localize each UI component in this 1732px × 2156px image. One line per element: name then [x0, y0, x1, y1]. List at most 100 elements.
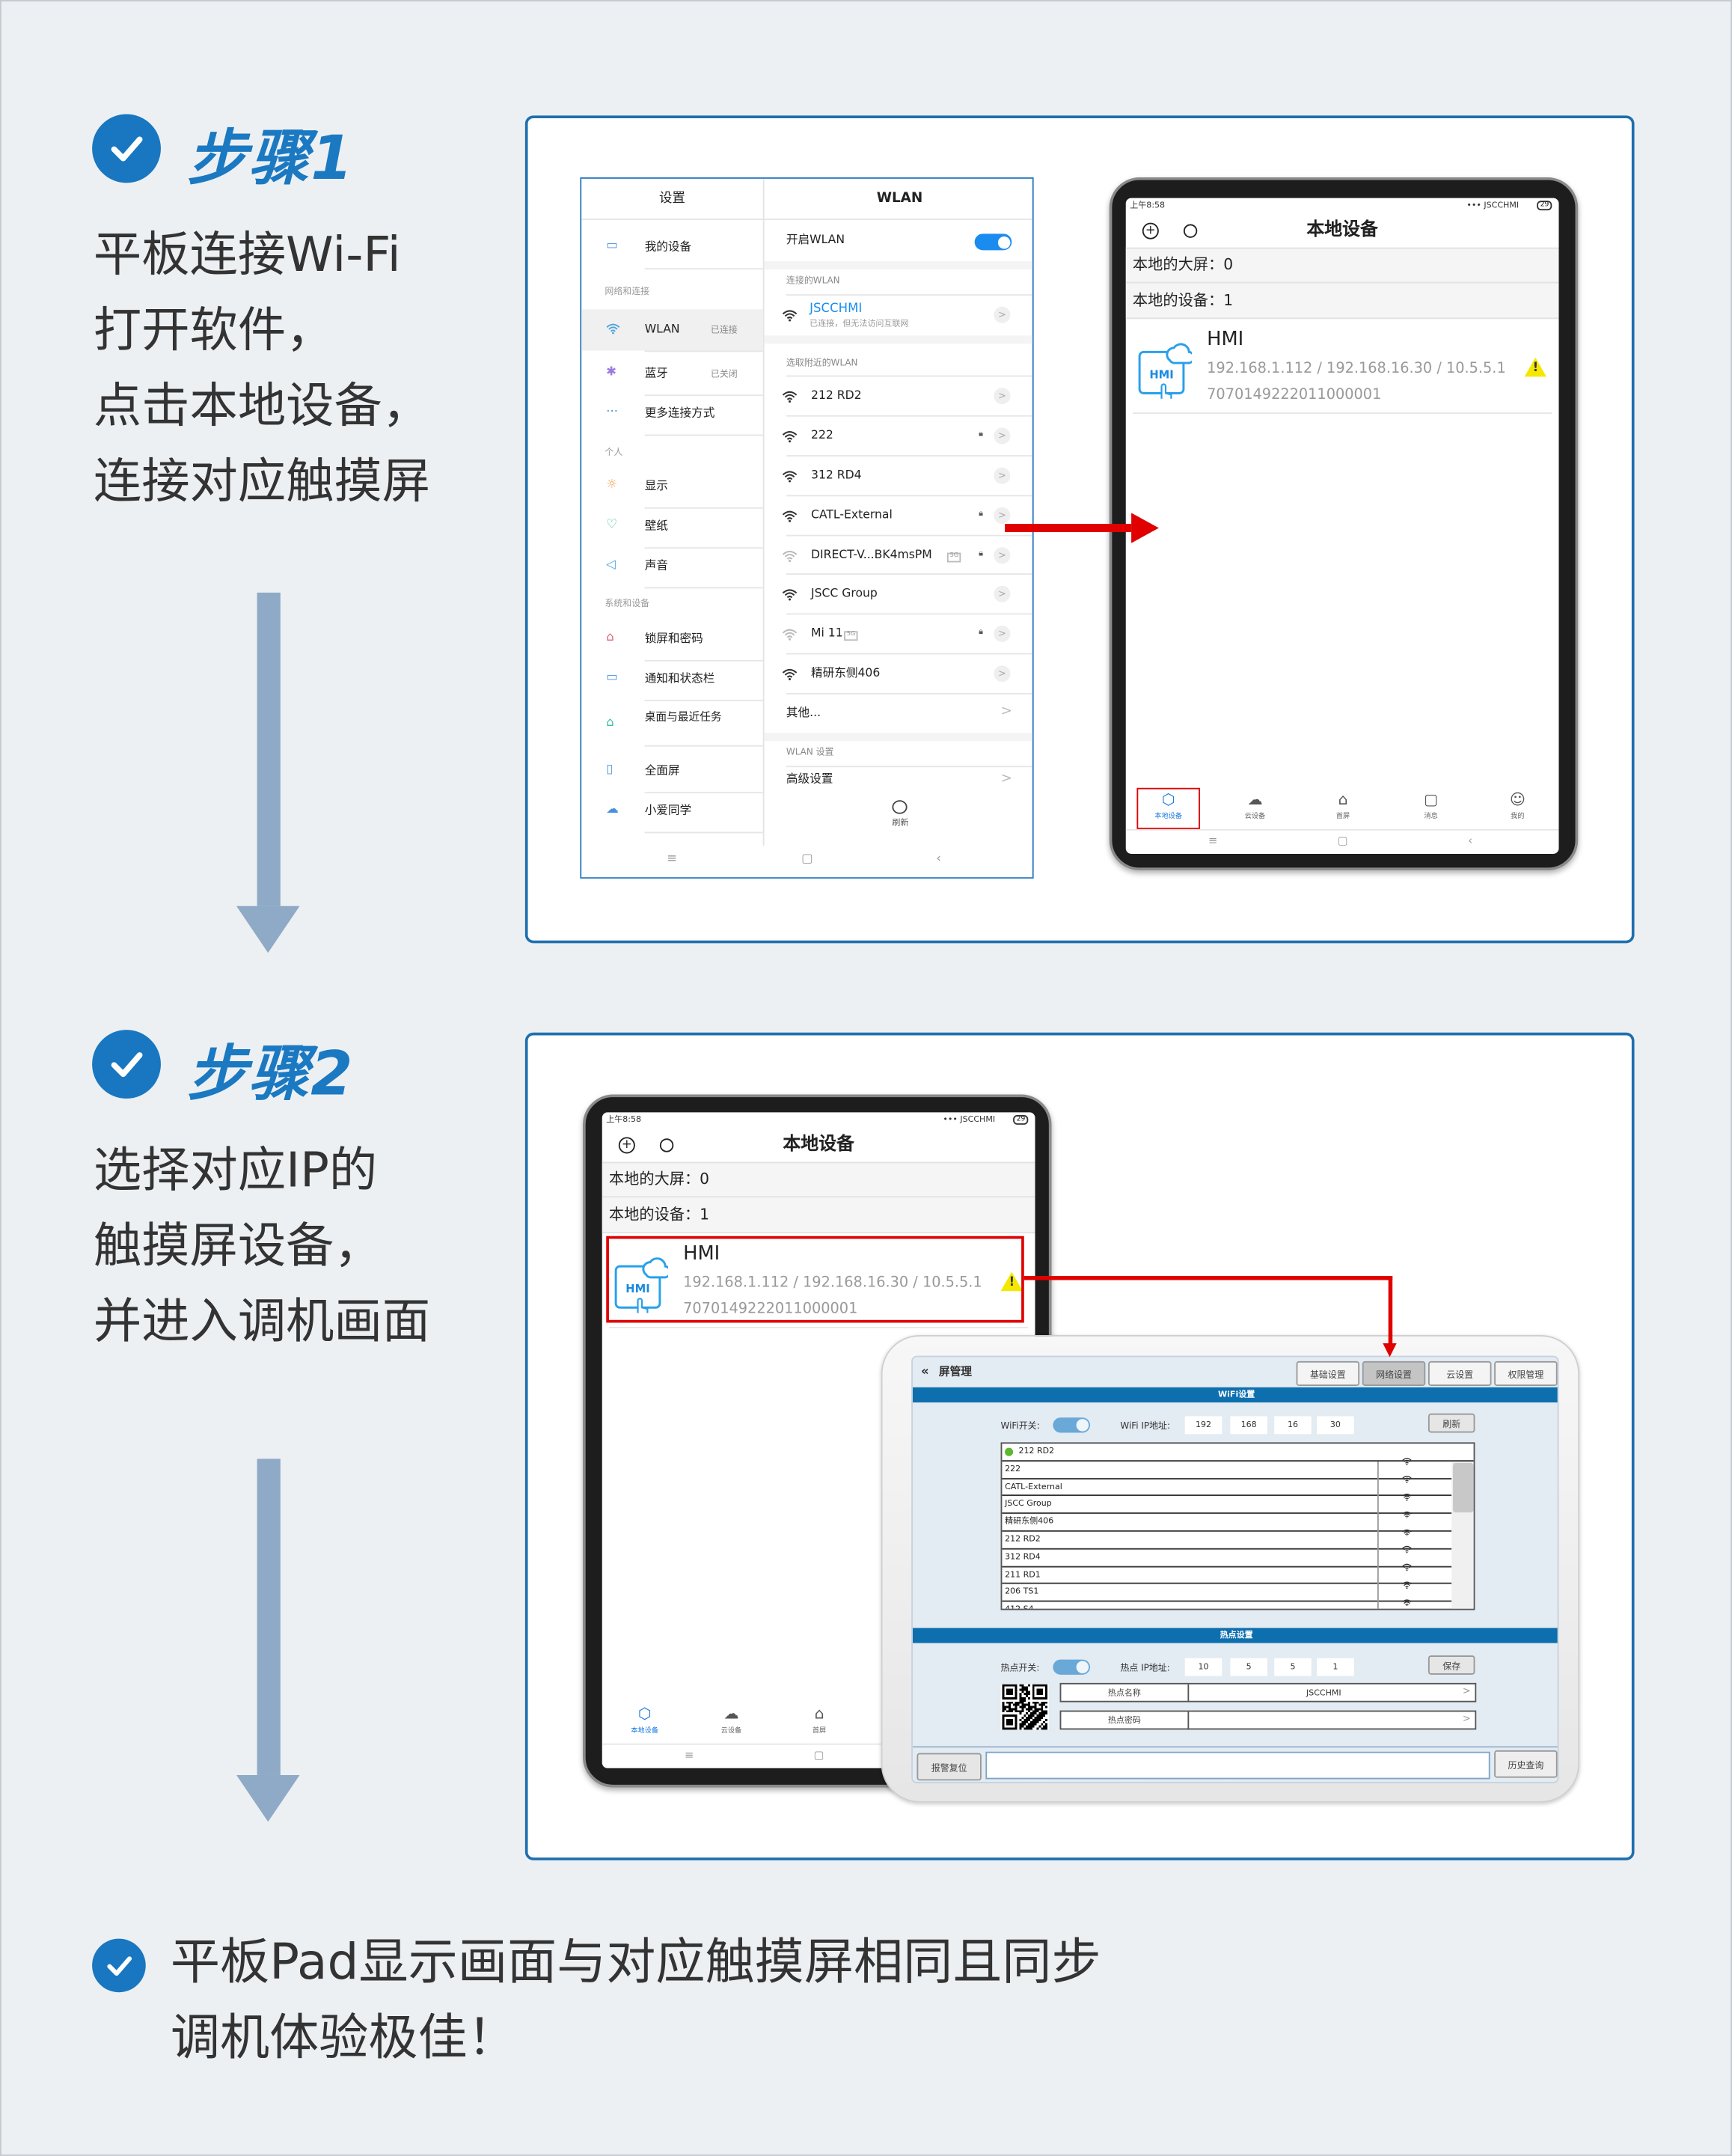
menu-icon[interactable]: ≡	[1208, 834, 1218, 847]
alarm-message-field[interactable]	[985, 1751, 1490, 1780]
settings-item-lock[interactable]: ⌂锁屏和密码	[581, 619, 763, 660]
menu-icon[interactable]: ≡	[684, 1749, 694, 1762]
wifi-list-row[interactable]: 精研东侧406	[1002, 1514, 1452, 1536]
nav-cloud[interactable]: ☁云设备	[701, 1703, 762, 1741]
hotspot-ip-octet-input[interactable]: 10	[1184, 1658, 1223, 1676]
advanced-settings-row[interactable]: 高级设置>	[765, 767, 1032, 792]
hotspot-password-row[interactable]: 热点密码>	[1059, 1710, 1477, 1730]
refresh-button[interactable]: 刷新	[870, 798, 931, 836]
settings-item-fullscreen[interactable]: ▯全面屏	[581, 751, 763, 792]
home-nav-icon[interactable]: ▢	[813, 1749, 824, 1762]
alarm-reset-button[interactable]: 报警复位	[917, 1753, 982, 1781]
other-network-row[interactable]: 其他...>	[765, 694, 1032, 733]
hotspot-section-header: 热点设置	[912, 1628, 1558, 1643]
nav-cloud[interactable]: ☁云设备	[1225, 790, 1285, 828]
back-nav-icon[interactable]: ‹	[936, 852, 941, 867]
tab-permission[interactable]: 权限管理	[1494, 1361, 1558, 1386]
wifi-list-row[interactable]: 206 TS1	[1002, 1584, 1452, 1607]
add-icon[interactable]: +	[1142, 222, 1159, 239]
search-icon[interactable]	[1183, 224, 1198, 238]
wifi-list-row[interactable]: 211 RD1	[1002, 1566, 1452, 1589]
back-nav-icon[interactable]: ‹	[1468, 834, 1473, 847]
wifi-refresh-button[interactable]: 刷新	[1427, 1413, 1475, 1433]
wifi-ip-octet-input[interactable]: 168	[1230, 1416, 1267, 1435]
hotspot-ip-octet-input[interactable]: 1	[1317, 1658, 1354, 1676]
history-button[interactable]: 历史查询	[1494, 1750, 1558, 1778]
nav-box[interactable]: ⬡本地设备	[1138, 790, 1199, 828]
back-button[interactable]: «	[920, 1365, 929, 1379]
home-nav-icon[interactable]: ▢	[1337, 834, 1348, 847]
settings-item-label: 声音	[644, 559, 668, 574]
wlan-toggle[interactable]	[974, 233, 1012, 251]
home-nav-icon[interactable]: ▢	[801, 852, 813, 867]
nav-user[interactable]: ☺我的	[1487, 790, 1548, 828]
chevron-right-icon[interactable]: >	[994, 547, 1011, 564]
more-icon: ···	[606, 406, 619, 420]
nav-home[interactable]: ⌂首屏	[1313, 790, 1374, 828]
box-icon: ⬡	[637, 1705, 652, 1723]
chevron-right-icon[interactable]: >	[994, 388, 1011, 405]
settings-item-display[interactable]: ☼显示	[581, 466, 763, 507]
hotspot-ip-octet-input[interactable]: 5	[1230, 1658, 1267, 1676]
hotspot-password-label: 热点密码	[1107, 1715, 1141, 1725]
wifi-ip-octet-input[interactable]: 30	[1317, 1416, 1354, 1435]
wifi-list-row[interactable]: 212 RD2	[1002, 1444, 1474, 1466]
wifi-list-row[interactable]: 212 RD2	[1002, 1531, 1452, 1554]
column-divider	[1377, 1531, 1379, 1550]
settings-item-bluetooth[interactable]: ✱蓝牙已关闭	[581, 353, 763, 394]
network-row[interactable]: 312 RD4>	[765, 456, 1032, 495]
chevron-right-icon[interactable]: >	[994, 507, 1011, 525]
nav-box[interactable]: ⬡本地设备	[614, 1703, 675, 1741]
chevron-right-icon[interactable]: >	[994, 665, 1011, 682]
settings-item-tablet[interactable]: ▭我的设备	[581, 227, 763, 268]
chevron-right-icon[interactable]: >	[994, 585, 1011, 602]
network-row[interactable]: 精研东侧406>	[765, 655, 1032, 693]
hotspot-switch[interactable]	[1053, 1659, 1090, 1675]
wifi-list-row[interactable]: 312 RD4	[1002, 1549, 1452, 1572]
chevron-right-icon[interactable]: >	[994, 306, 1011, 323]
network-row[interactable]: JSCC Group>	[765, 575, 1032, 613]
menu-icon[interactable]: ≡	[667, 852, 677, 867]
wifi-list-row[interactable]: JSCC Group	[1002, 1496, 1452, 1519]
settings-item-xiaoai[interactable]: ☁小爱同学	[581, 790, 763, 831]
nav-message[interactable]: ▢消息	[1401, 790, 1461, 828]
wifi-ip-octet-input[interactable]: 16	[1274, 1416, 1312, 1435]
tab-basic[interactable]: 基础设置	[1296, 1361, 1360, 1386]
chevron-right-icon[interactable]: >	[994, 625, 1011, 643]
check-circle-icon	[92, 1938, 146, 1993]
settings-item-sound[interactable]: ◁声音	[581, 546, 763, 587]
chevron-right-icon[interactable]: >	[994, 427, 1011, 445]
settings-item-notification[interactable]: ▭通知和状态栏	[581, 659, 763, 700]
network-row[interactable]: CATL-External🔒︎>	[765, 496, 1032, 534]
wifi-ip-octet-input[interactable]: 192	[1184, 1416, 1223, 1435]
tab-cloud[interactable]: 云设置	[1427, 1361, 1492, 1386]
scrollbar-thumb[interactable]	[1453, 1462, 1474, 1513]
settings-item-home[interactable]: ⌂桌面与最近任务	[581, 704, 763, 745]
wifi-list-row[interactable]: CATL-External	[1002, 1479, 1452, 1501]
wifi-list-row[interactable]: 222	[1002, 1461, 1452, 1484]
search-icon[interactable]	[659, 1138, 674, 1152]
add-icon[interactable]: +	[618, 1137, 635, 1154]
chevron-right-icon[interactable]: >	[994, 467, 1011, 484]
hotspot-name-value[interactable]: JSCCHMI	[1306, 1688, 1341, 1698]
network-row[interactable]: 212 RD2>	[765, 376, 1032, 415]
tab-network[interactable]: 网络设置	[1362, 1361, 1426, 1386]
settings-item-wallpaper[interactable]: ♡壁纸	[581, 506, 763, 547]
settings-item-more[interactable]: ···更多连接方式	[581, 393, 763, 434]
nav-home[interactable]: ⌂首屏	[789, 1703, 850, 1741]
hotspot-save-button[interactable]: 保存	[1427, 1655, 1475, 1675]
wifi-switch[interactable]	[1053, 1417, 1090, 1433]
settings-section-label: 网络和连接	[605, 286, 650, 297]
wifi-list-row[interactable]: 412 S4	[1002, 1601, 1451, 1609]
row-divider	[786, 766, 1032, 768]
network-row[interactable]: 222🔒︎>	[765, 417, 1032, 455]
hotspot-ip-octet-input[interactable]: 5	[1274, 1658, 1312, 1676]
